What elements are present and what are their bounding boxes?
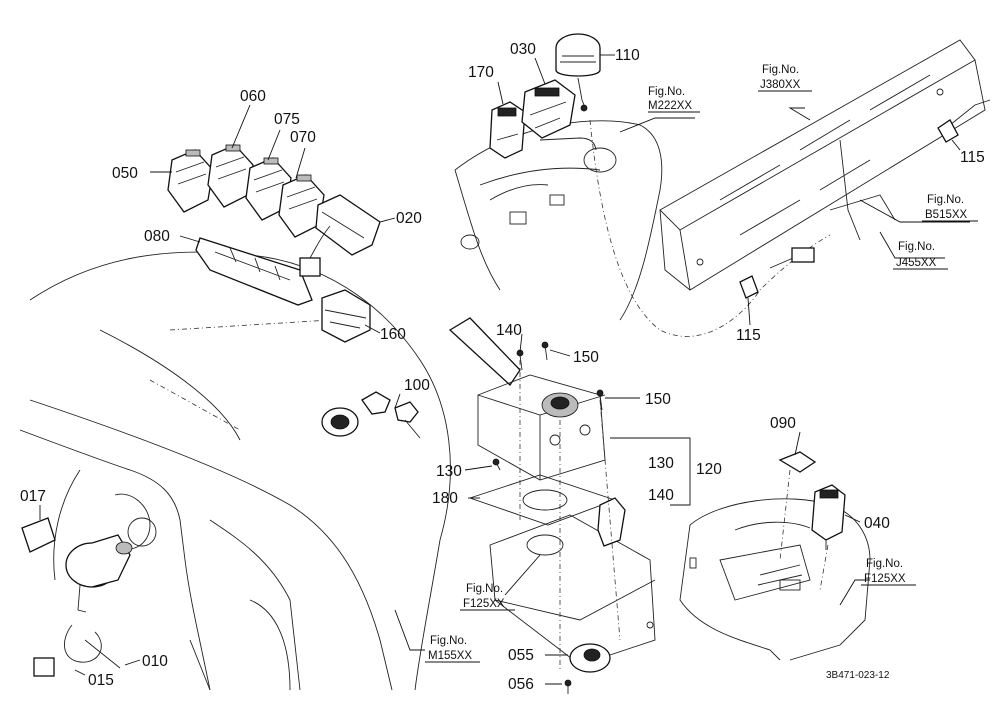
fig-ref-j380-line1: Fig.No. xyxy=(762,64,799,76)
label-017: 017 xyxy=(20,488,46,505)
label-140-right: 140 xyxy=(648,487,674,504)
label-070: 070 xyxy=(290,129,316,146)
label-150-mid: 150 xyxy=(645,391,671,408)
label-100: 100 xyxy=(404,377,430,394)
ignition-010 xyxy=(65,534,133,613)
label-115-bottom: 115 xyxy=(736,327,761,344)
drawing-code: 3B471-023-12 xyxy=(826,670,890,681)
label-020: 020 xyxy=(396,210,422,227)
leader-lines xyxy=(39,54,970,685)
fig-ref-j455-line1: Fig.No. xyxy=(898,241,935,253)
fig-ref-f125-center-line2: F125XX xyxy=(463,598,505,610)
switch-030 xyxy=(521,79,576,139)
switch-050 xyxy=(167,149,214,213)
fig-ref-f125-right-line1: Fig.No. xyxy=(866,558,903,570)
switch-160 xyxy=(321,289,371,343)
figure-references: Fig.No. M222XX Fig.No. J380XX Fig.No. B5… xyxy=(425,64,978,663)
panel-m222 xyxy=(454,120,663,321)
label-120: 120 xyxy=(696,461,722,478)
harness-015 xyxy=(33,624,121,677)
label-130-left: 130 xyxy=(436,463,462,480)
label-030: 030 xyxy=(510,41,536,58)
label-050: 050 xyxy=(112,165,138,182)
label-015: 015 xyxy=(88,672,114,689)
wire-harness-115 xyxy=(589,99,991,337)
label-090: 090 xyxy=(770,415,796,432)
label-170: 170 xyxy=(468,64,494,81)
fig-ref-b515-line1: Fig.No. xyxy=(927,194,964,206)
part-number-labels: 050 060 075 070 020 080 160 170 030 110 … xyxy=(20,41,985,693)
gasket-180 xyxy=(468,474,617,526)
label-056: 056 xyxy=(508,676,534,693)
screws-140-150-130 xyxy=(492,341,604,471)
label-055: 055 xyxy=(508,647,534,664)
label-160: 160 xyxy=(380,326,406,343)
label-180: 180 xyxy=(432,490,458,507)
label-080: 080 xyxy=(144,228,170,245)
fig-ref-m222-line1: Fig.No. xyxy=(648,86,685,98)
label-150-top: 150 xyxy=(573,349,599,366)
label-040: 040 xyxy=(864,515,890,532)
label-130-right: 130 xyxy=(648,455,674,472)
label-010: 010 xyxy=(142,653,168,670)
buzzer-055 xyxy=(564,643,611,694)
fig-ref-j380-line2: J380XX xyxy=(760,79,801,91)
connector-020 xyxy=(299,194,381,277)
knob-110 xyxy=(555,33,601,112)
switch-170 xyxy=(489,101,526,159)
key-switch-100 xyxy=(321,391,421,439)
lever-assembly-120 xyxy=(448,317,606,481)
bracket-080 xyxy=(195,237,313,306)
label-115-top: 115 xyxy=(960,149,985,166)
switch-040 xyxy=(811,484,846,550)
fig-ref-j455-line2: J455XX xyxy=(896,257,937,269)
fig-ref-m222-line2: M222XX xyxy=(648,100,692,112)
fig-ref-f125-center-line1: Fig.No. xyxy=(466,583,503,595)
cap-090 xyxy=(778,451,817,473)
cover-017 xyxy=(21,517,56,553)
label-075: 075 xyxy=(274,111,300,128)
fig-ref-b515-line2: B515XX xyxy=(925,209,968,221)
label-110: 110 xyxy=(615,47,640,64)
fig-ref-m155-line2: M155XX xyxy=(428,650,472,662)
label-060: 060 xyxy=(240,88,266,105)
fig-ref-f125-right-line2: F125XX xyxy=(864,573,906,585)
base-plate-f125 xyxy=(489,497,656,666)
dashboard-housing xyxy=(19,251,451,691)
fig-ref-m155-line1: Fig.No. xyxy=(430,635,467,647)
label-140-top: 140 xyxy=(496,322,522,339)
frame-j380 xyxy=(659,39,986,291)
